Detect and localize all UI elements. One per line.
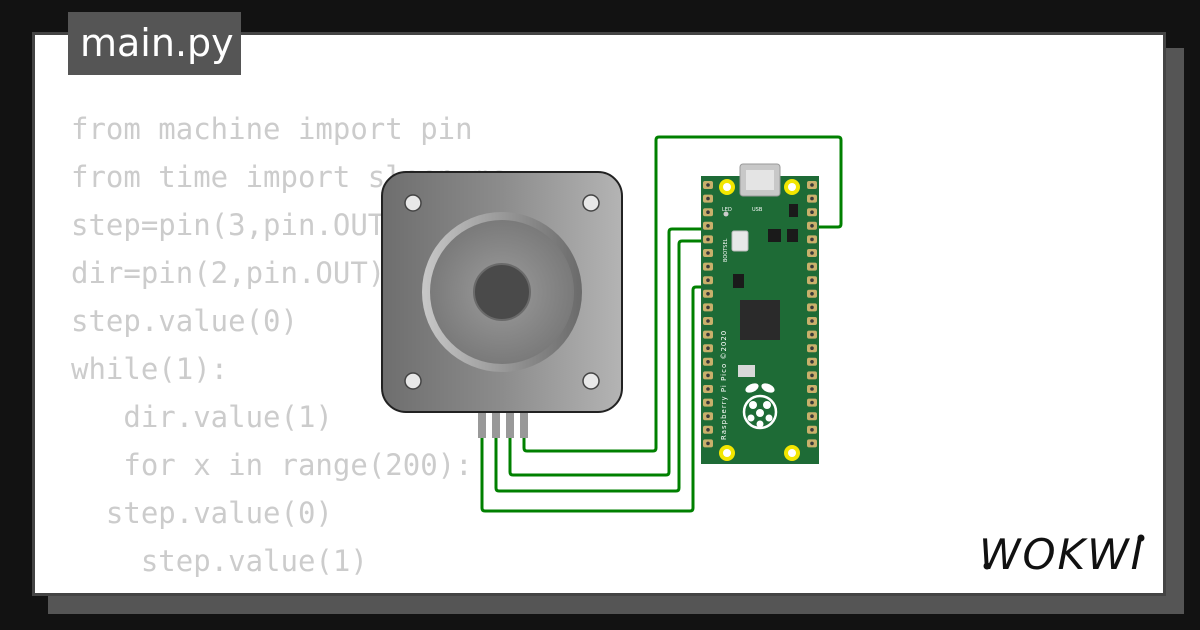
rp2040-chip	[740, 300, 780, 340]
code-line: sleep_ms(5)	[71, 585, 508, 593]
pin-hole	[706, 264, 710, 269]
stepper-motor[interactable]	[381, 171, 623, 438]
pin-hole	[810, 360, 814, 364]
code-line: step.value(0)	[71, 496, 333, 530]
pin-hole	[706, 319, 710, 323]
logo-dot	[983, 562, 991, 570]
wire-4[interactable]	[480, 285, 706, 513]
pin-header-left	[703, 181, 713, 448]
pin-hole	[810, 400, 814, 405]
mount-hole	[404, 372, 422, 390]
chip-small	[733, 274, 744, 288]
pin-hole	[706, 400, 710, 405]
pin-hole	[706, 183, 710, 187]
pin-hole	[810, 319, 814, 323]
pin-hole	[810, 183, 814, 187]
motor-pin	[520, 410, 528, 438]
raspberry-pi-pico[interactable]: LED USB BOOTSEL Raspberry Pi Pico ©2020	[701, 163, 819, 464]
pin-hole	[706, 387, 710, 391]
code-line: step.value(0)	[71, 304, 298, 338]
code-line: step=pin(3,pin.OUT)	[71, 208, 403, 242]
pin-hole	[706, 441, 710, 446]
usb-label: USB	[752, 207, 763, 213]
pin-hole	[706, 237, 710, 242]
pin-hole	[706, 332, 710, 337]
wire-1[interactable]	[522, 135, 843, 453]
pin-hole	[706, 346, 710, 351]
pin-hole	[706, 196, 710, 201]
file-tab[interactable]: main.py	[68, 12, 241, 75]
pin-hole	[810, 373, 814, 378]
raspberry-logo	[742, 383, 778, 430]
logo-dot	[1137, 534, 1145, 542]
code-line: dir=pin(2,pin.OUT)	[71, 256, 386, 290]
pin-hole	[810, 292, 814, 296]
code-line: while(1):	[71, 352, 229, 386]
pin-hole	[810, 428, 814, 432]
motor-shaft	[473, 263, 531, 321]
pin-header-right	[807, 181, 817, 448]
flash-chip	[738, 365, 755, 377]
bootsel-label: BOOTSEL	[723, 238, 729, 262]
pin-hole	[706, 278, 710, 283]
mount-hole	[582, 194, 600, 212]
wire-group	[480, 135, 843, 513]
pin-hole	[810, 224, 814, 228]
pin-hole	[706, 210, 710, 214]
pin-hole	[706, 414, 710, 419]
pin-hole	[810, 278, 814, 283]
motor-pin	[492, 410, 500, 438]
pin-hole	[810, 210, 814, 214]
bootsel-button[interactable]	[731, 230, 749, 252]
pin-hole	[810, 346, 814, 351]
pin-hole	[810, 441, 814, 446]
pin-hole	[810, 264, 814, 269]
code-line: for x in range(200):	[71, 448, 473, 482]
mount-hole	[404, 194, 422, 212]
code-line: step.value(1)	[71, 544, 368, 578]
pin-hole	[810, 251, 814, 255]
mount-hole	[582, 372, 600, 390]
logo-text: WOKWI	[979, 530, 1145, 579]
pin-hole	[706, 292, 710, 296]
pin-hole	[706, 251, 710, 255]
pin-hole	[810, 196, 814, 201]
pin-hole	[810, 237, 814, 242]
pin-hole	[706, 373, 710, 378]
pin-hole	[810, 332, 814, 337]
motor-pin	[478, 410, 486, 438]
led-label: LED	[722, 207, 732, 213]
pin-hole	[706, 305, 710, 310]
pin-hole	[706, 360, 710, 364]
pin-hole	[706, 428, 710, 432]
pin-hole	[810, 305, 814, 310]
chip-small	[768, 229, 781, 242]
chip-small	[789, 204, 798, 217]
wire-3[interactable]	[494, 239, 706, 493]
chip-small	[787, 229, 798, 242]
code-line: from machine import pin	[71, 112, 473, 146]
code-line: dir.value(1)	[71, 400, 333, 434]
pin-hole	[810, 387, 814, 391]
pin-hole	[706, 224, 710, 228]
led-indicator	[723, 211, 729, 217]
motor-pin	[506, 410, 514, 438]
wire-2[interactable]	[508, 227, 706, 477]
pin-hole	[810, 414, 814, 419]
usb-inner	[746, 170, 774, 190]
board-name: Raspberry Pi Pico ©2020	[720, 330, 728, 440]
